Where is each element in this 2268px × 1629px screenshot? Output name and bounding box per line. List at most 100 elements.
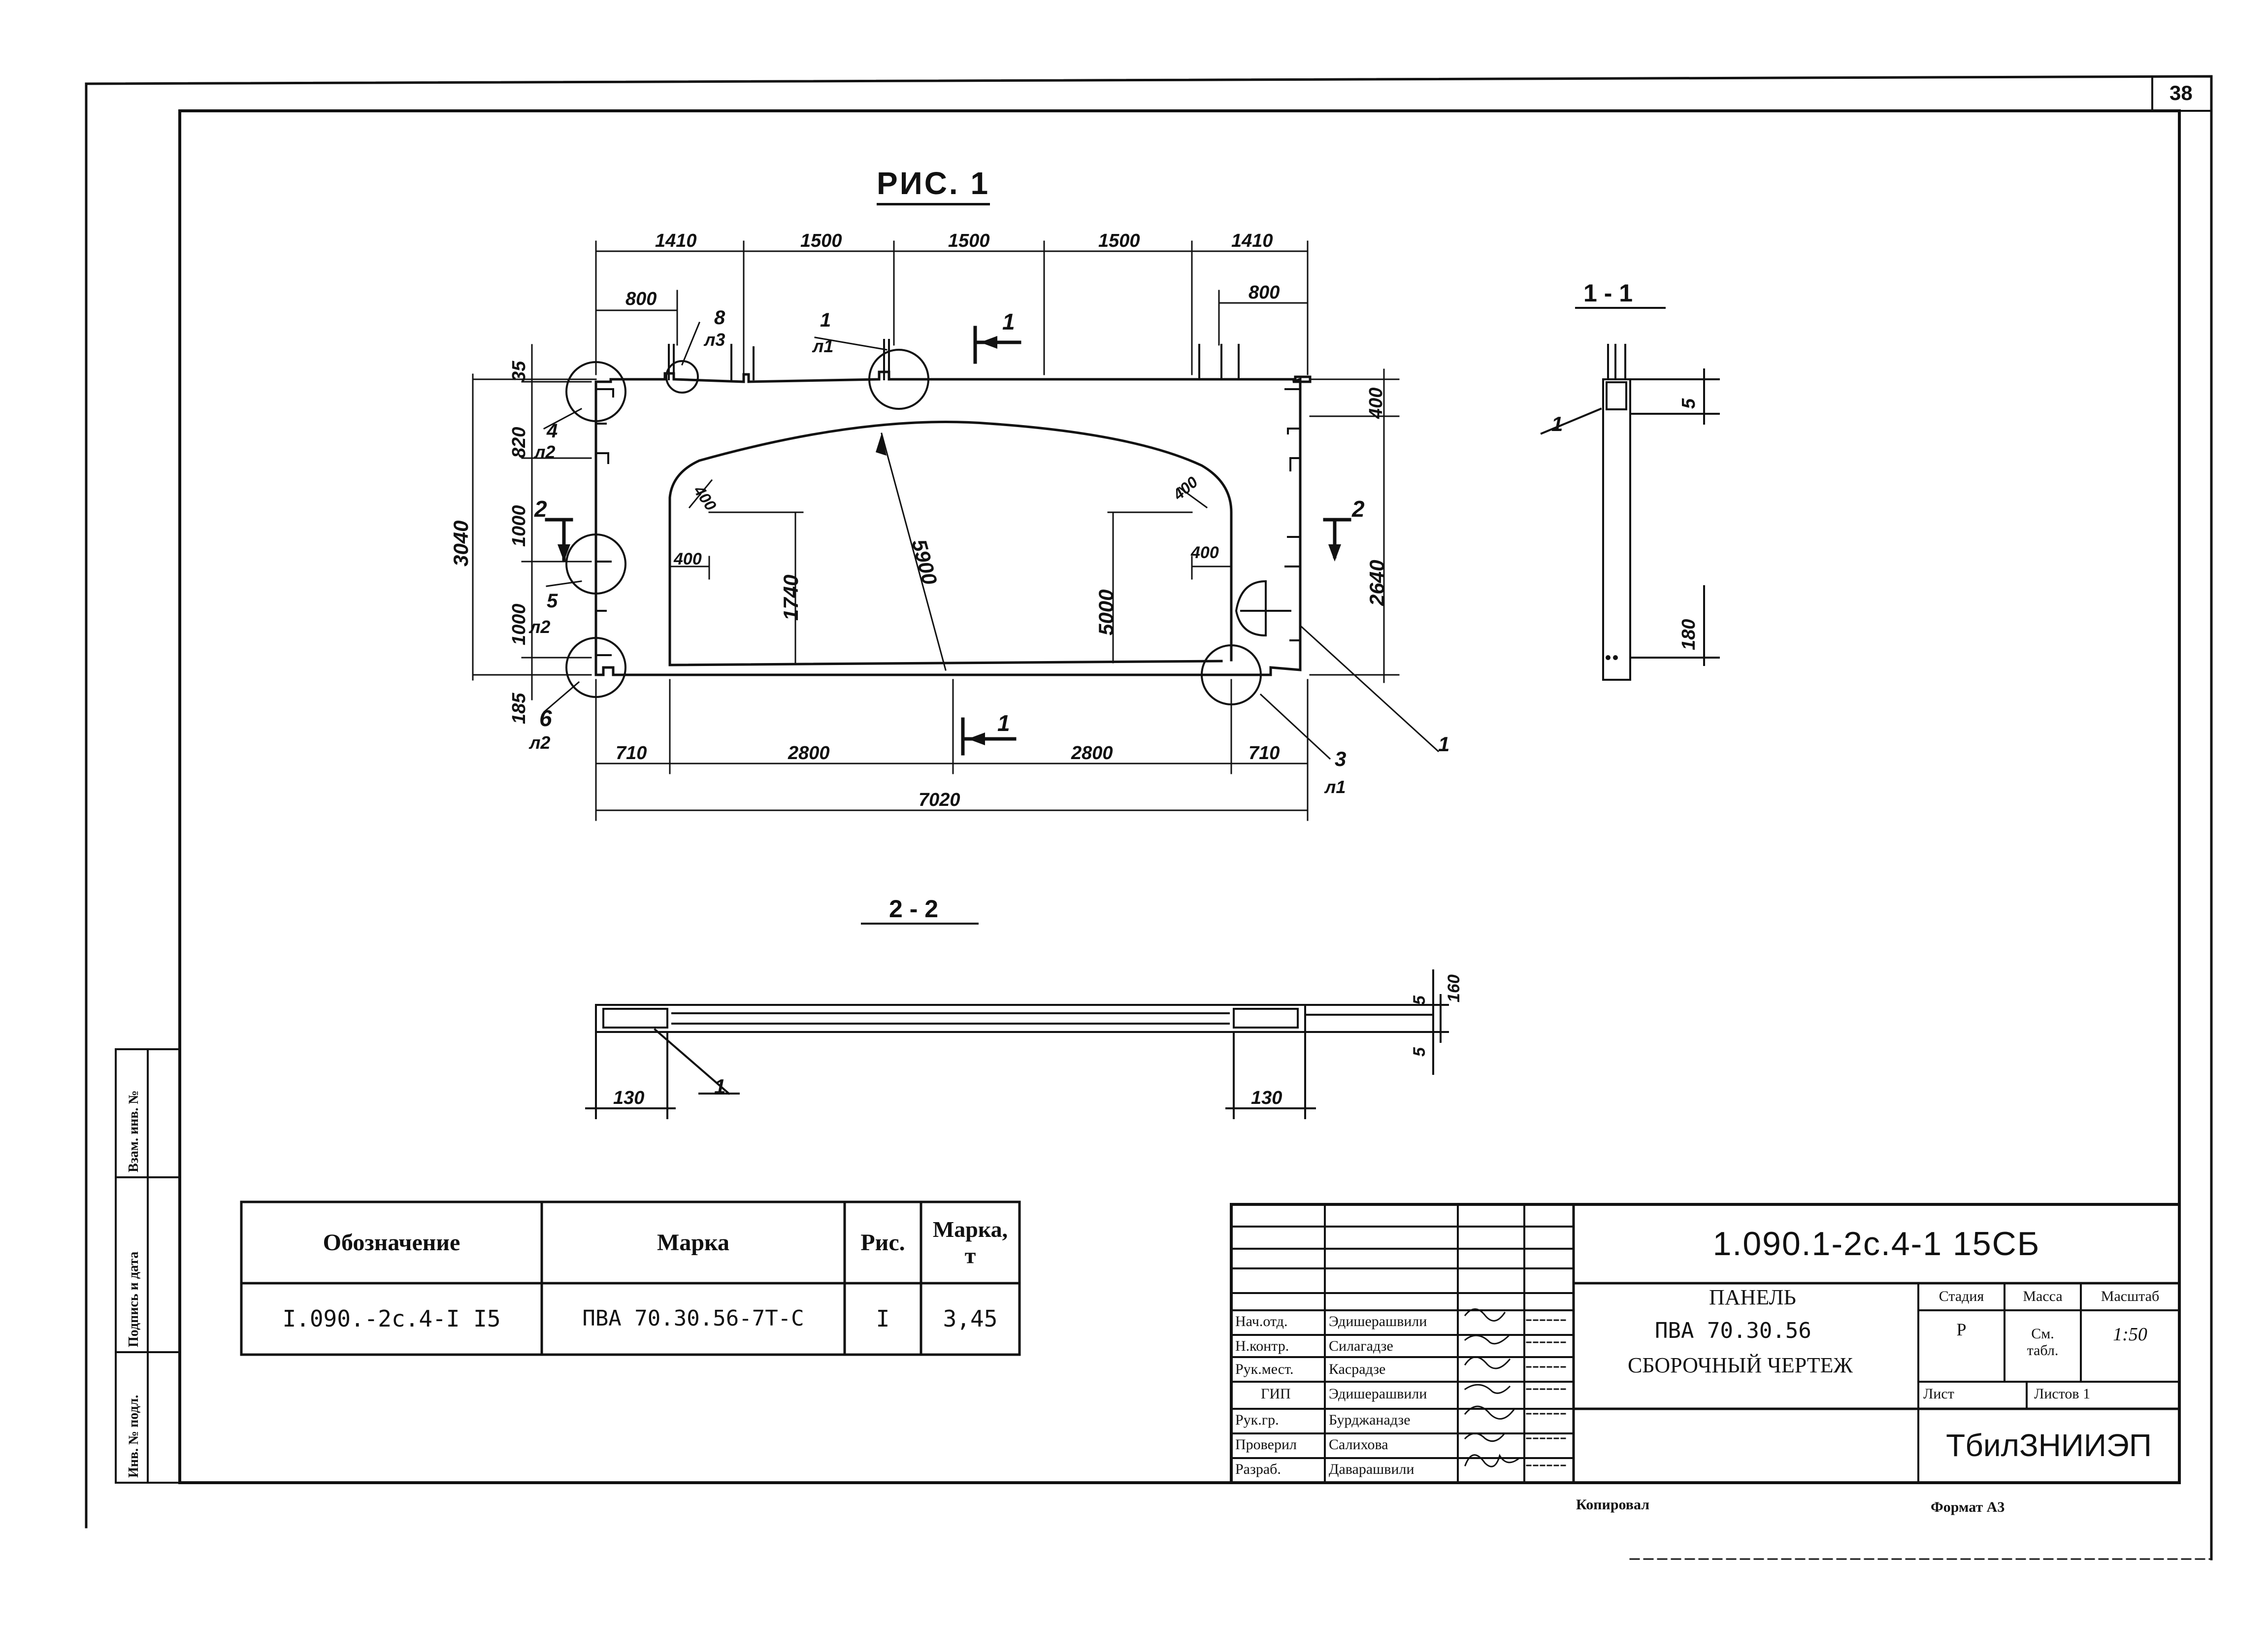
name-6: Даварашвили bbox=[1329, 1461, 1414, 1477]
inner-frame bbox=[178, 109, 2181, 1484]
fig1-dim-right-400: 400 bbox=[1366, 387, 1386, 419]
spec-header-fig: Рис. bbox=[860, 1229, 905, 1256]
arrow-2-right bbox=[1328, 544, 1341, 562]
fig1-bottom-dims bbox=[595, 679, 1309, 821]
name-3: Эдишерашвили bbox=[1329, 1386, 1427, 1402]
margin-replace-inv: Взам. инв. № bbox=[126, 1090, 141, 1172]
signature-scribbles bbox=[1464, 1308, 1567, 1467]
dot-2 bbox=[1613, 655, 1618, 660]
callout-4-num: 4 bbox=[547, 420, 558, 442]
title-block-sheet-label: Лист bbox=[1923, 1386, 1954, 1402]
callout-6-sheet: л2 bbox=[529, 732, 551, 753]
fig1-h5000: 5000 bbox=[1094, 589, 1118, 635]
callout-pos1-bottom: 1 bbox=[1438, 732, 1450, 756]
fig1-dim-right-2640: 2640 bbox=[1365, 560, 1388, 606]
callout-1-num: 1 bbox=[820, 309, 831, 331]
title-block-name-1: ПАНЕЛЬ bbox=[1709, 1285, 1796, 1309]
title-block-mass: См. табл. bbox=[2027, 1325, 2059, 1359]
callout-1-sheet: л1 bbox=[813, 336, 834, 356]
sheet-number-box bbox=[2151, 75, 2212, 112]
fig1-right-notches bbox=[1284, 388, 1301, 641]
margin-inv-no: Инв. № подл. bbox=[126, 1395, 141, 1478]
callout-4-sheet: л2 bbox=[534, 442, 556, 462]
spec-cell-fig: I bbox=[876, 1305, 890, 1332]
footer-format: Формат А3 bbox=[1931, 1499, 2005, 1515]
role-3: ГИП bbox=[1261, 1386, 1291, 1402]
title-block-name-3: СБОРОЧНЫЙ ЧЕРТЕЖ bbox=[1628, 1353, 1853, 1377]
title-block-name-2: ПВА 70.30.56 bbox=[1655, 1318, 1811, 1343]
spec-header-mark: Марка bbox=[657, 1229, 729, 1256]
callout-8-sheet: л3 bbox=[704, 330, 725, 350]
callout-5-sheet: л2 bbox=[529, 617, 551, 637]
name-0: Эдишерашвили bbox=[1329, 1313, 1427, 1330]
callout-3-sheet: л1 bbox=[1325, 777, 1346, 797]
fig1-dim-bottom-2800a: 2800 bbox=[788, 743, 830, 764]
fig1-title: РИС. 1 bbox=[877, 167, 990, 205]
fig1-dim-top-2: 1500 bbox=[800, 231, 842, 251]
name-5: Салихова bbox=[1329, 1436, 1388, 1453]
section-mark-top-1: 1 bbox=[1002, 309, 1015, 334]
title-block-org: ТбилЗНИИЭП bbox=[1946, 1428, 2152, 1463]
fig1-off400-right: 400 bbox=[1191, 543, 1219, 562]
section-2-2-pos: 1 bbox=[714, 1075, 726, 1098]
title-block-scale: 1:50 bbox=[2113, 1324, 2147, 1345]
section-1-1-pos: 1 bbox=[1551, 412, 1563, 435]
fig1-dim-bottom-710a: 710 bbox=[616, 743, 647, 764]
fig1-dim-left-total: 3040 bbox=[449, 520, 472, 566]
spec-cell-designation: I.090.-2с.4-I I5 bbox=[282, 1305, 501, 1332]
fig1-dim-top-1: 1410 bbox=[655, 231, 697, 251]
role-5: Проверил bbox=[1235, 1436, 1297, 1453]
title-block-scale-header: Масштаб bbox=[2101, 1288, 2160, 1305]
section-mark-left-2: 2 bbox=[534, 496, 547, 522]
fig1-dim-left-1000a: 1000 bbox=[509, 505, 529, 547]
arrow-1-bottom bbox=[968, 732, 985, 745]
fig1-dim-top-4: 1500 bbox=[1098, 231, 1140, 251]
title-block-mass-header: Масса bbox=[2023, 1288, 2063, 1305]
title-block-sheets-label: Листов 1 bbox=[2034, 1386, 2091, 1402]
outer-frame-dashed bbox=[1624, 75, 2212, 1560]
section-2-2-title: 2 - 2 bbox=[889, 895, 939, 923]
arrow-2-left bbox=[558, 544, 570, 562]
name-2: Касрадзе bbox=[1329, 1361, 1386, 1377]
spec-header-mass: Марка, т bbox=[932, 1216, 1008, 1268]
role-6: Разраб. bbox=[1235, 1461, 1281, 1477]
section-1-1-drawing bbox=[1540, 307, 1720, 681]
section-1-1-dim-180: 180 bbox=[1678, 619, 1699, 650]
arrow-r5900 bbox=[876, 433, 887, 456]
fig1-h1740: 1740 bbox=[779, 574, 802, 621]
fig1-dim-bottom-710b: 710 bbox=[1249, 743, 1280, 764]
section-2-2-dim-130-left: 130 bbox=[613, 1088, 645, 1108]
section-mark-right-2: 2 bbox=[1352, 496, 1365, 522]
section-2-2-dim-160: 160 bbox=[1445, 974, 1463, 1002]
fig1-dim-800-left: 800 bbox=[625, 289, 657, 309]
section-mark-bottom-1: 1 bbox=[997, 710, 1010, 736]
spec-cell-mark: ПВА 70.30.56-7Т-С bbox=[582, 1306, 804, 1331]
section-1-1-title: 1 - 1 bbox=[1583, 279, 1633, 307]
fig1-panel-outline bbox=[594, 370, 1312, 676]
section-2-2-dim-5a: 5 bbox=[1410, 996, 1429, 1005]
fig1-detail-circles bbox=[565, 349, 1291, 705]
callout-3-num: 3 bbox=[1335, 747, 1347, 770]
title-block-stage-header: Стадия bbox=[1939, 1288, 1984, 1305]
sheet-number: 38 bbox=[2169, 81, 2193, 104]
role-0: Нач.отд. bbox=[1235, 1313, 1288, 1330]
title-block-stage: Р bbox=[1956, 1320, 1967, 1340]
fig1-leaders bbox=[543, 322, 1440, 760]
section-2-2-dim-130-right: 130 bbox=[1251, 1088, 1282, 1108]
section-2-2-drawing bbox=[585, 923, 1449, 1119]
role-2: Рук.мест. bbox=[1235, 1361, 1294, 1377]
fig1-dim-left-185: 185 bbox=[509, 693, 529, 724]
role-4: Рук.гр. bbox=[1235, 1412, 1279, 1428]
fig1-dim-top-3: 1500 bbox=[948, 231, 990, 251]
fig1-inner-dims bbox=[669, 432, 1232, 671]
name-1: Силагадзе bbox=[1329, 1338, 1393, 1354]
fig1-dim-800-right: 800 bbox=[1249, 282, 1280, 303]
callout-5-num: 5 bbox=[547, 590, 558, 612]
role-1: Н.контр. bbox=[1235, 1338, 1289, 1354]
fig1-left-dims bbox=[472, 344, 597, 700]
section-2-2-dim-5b: 5 bbox=[1410, 1047, 1429, 1057]
spec-table-grid bbox=[240, 1200, 1021, 1356]
fig1-lifting-loops bbox=[668, 339, 1240, 380]
fig1-dim-left-1000b: 1000 bbox=[509, 603, 529, 645]
